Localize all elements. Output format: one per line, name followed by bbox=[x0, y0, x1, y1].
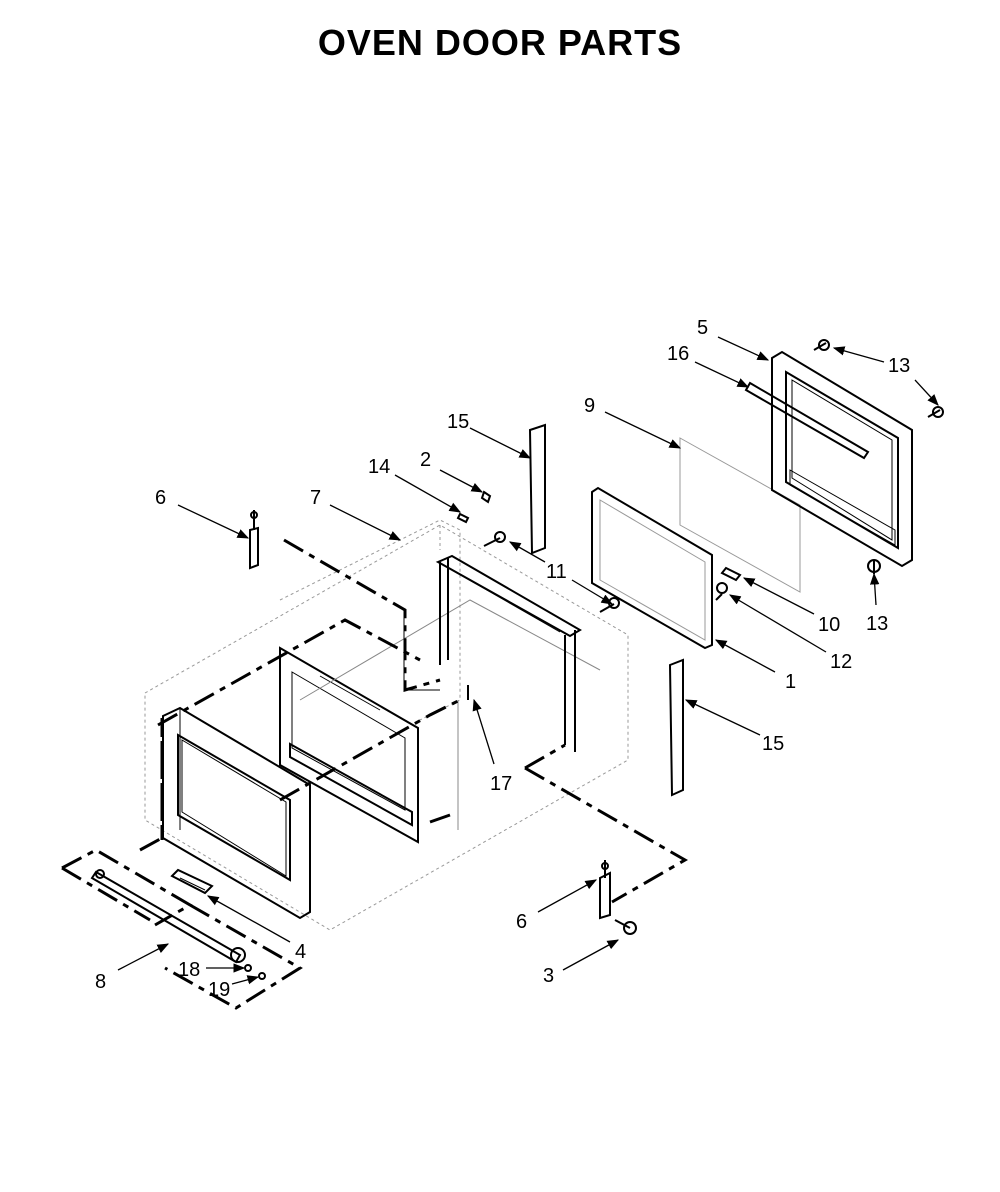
screw-18 bbox=[244, 964, 252, 972]
door-strip-upper bbox=[528, 423, 546, 555]
door-rod bbox=[744, 381, 870, 460]
door-shell-outline bbox=[144, 524, 629, 931]
screw-3 bbox=[614, 919, 637, 935]
hinge-lower bbox=[599, 860, 611, 920]
hinge-upper bbox=[249, 510, 259, 570]
diagram-title: OVEN DOOR PARTS bbox=[317, 22, 683, 63]
callout-15-lower: 15 bbox=[762, 733, 784, 755]
rear-door-frame bbox=[771, 350, 913, 568]
callout-14: 14 bbox=[368, 456, 390, 478]
callout-3: 3 bbox=[543, 965, 554, 987]
callout-11: 11 bbox=[546, 561, 567, 583]
screw-13-upper-right bbox=[927, 406, 944, 418]
callout-15-upper: 15 bbox=[447, 411, 469, 433]
outer-door-panel bbox=[162, 706, 311, 920]
hinge-channel-frame bbox=[435, 554, 582, 752]
inner-glass-panel bbox=[591, 486, 713, 650]
callout-13-lower: 13 bbox=[866, 613, 888, 635]
inner-door-frame bbox=[279, 646, 419, 844]
callout-19: 19 bbox=[208, 979, 230, 1001]
callout-5: 5 bbox=[697, 317, 708, 339]
callout-2: 2 bbox=[420, 449, 431, 471]
screw-11-upper bbox=[483, 531, 506, 547]
screw-13-lower bbox=[867, 559, 881, 574]
fastener-2 bbox=[480, 490, 492, 504]
handle-assembly bbox=[61, 848, 303, 1010]
door-vent bbox=[170, 868, 214, 895]
callout-16: 16 bbox=[667, 343, 689, 365]
callout-6-upper: 6 bbox=[155, 487, 166, 509]
callout-12: 12 bbox=[830, 651, 852, 673]
callout-7: 7 bbox=[310, 487, 321, 509]
door-liner bbox=[279, 519, 461, 721]
callout-1: 1 bbox=[785, 671, 796, 693]
callout-17: 17 bbox=[490, 773, 512, 795]
callout-labels: 5 16 13 13 9 15 2 14 6 7 11 10 12 1 15 1… bbox=[95, 317, 910, 1001]
screw-11-lower bbox=[599, 597, 620, 613]
fastener-14 bbox=[456, 512, 470, 524]
callout-4: 4 bbox=[295, 941, 306, 963]
door-strip-lower bbox=[668, 658, 684, 797]
callout-9: 9 bbox=[584, 395, 595, 417]
phantom-lines bbox=[139, 538, 689, 904]
callout-10: 10 bbox=[818, 614, 840, 636]
screw-13-upper-left bbox=[813, 339, 830, 351]
leader-lines bbox=[117, 336, 939, 985]
callout-8: 8 bbox=[95, 971, 106, 993]
screw-19 bbox=[258, 972, 266, 980]
clip-10 bbox=[720, 566, 742, 582]
callout-13-upper: 13 bbox=[888, 355, 910, 377]
callout-18: 18 bbox=[178, 959, 200, 981]
callout-6-lower: 6 bbox=[516, 911, 527, 933]
glass-pane bbox=[679, 437, 801, 593]
door-wrapper bbox=[299, 599, 601, 830]
screw-12 bbox=[715, 582, 728, 601]
